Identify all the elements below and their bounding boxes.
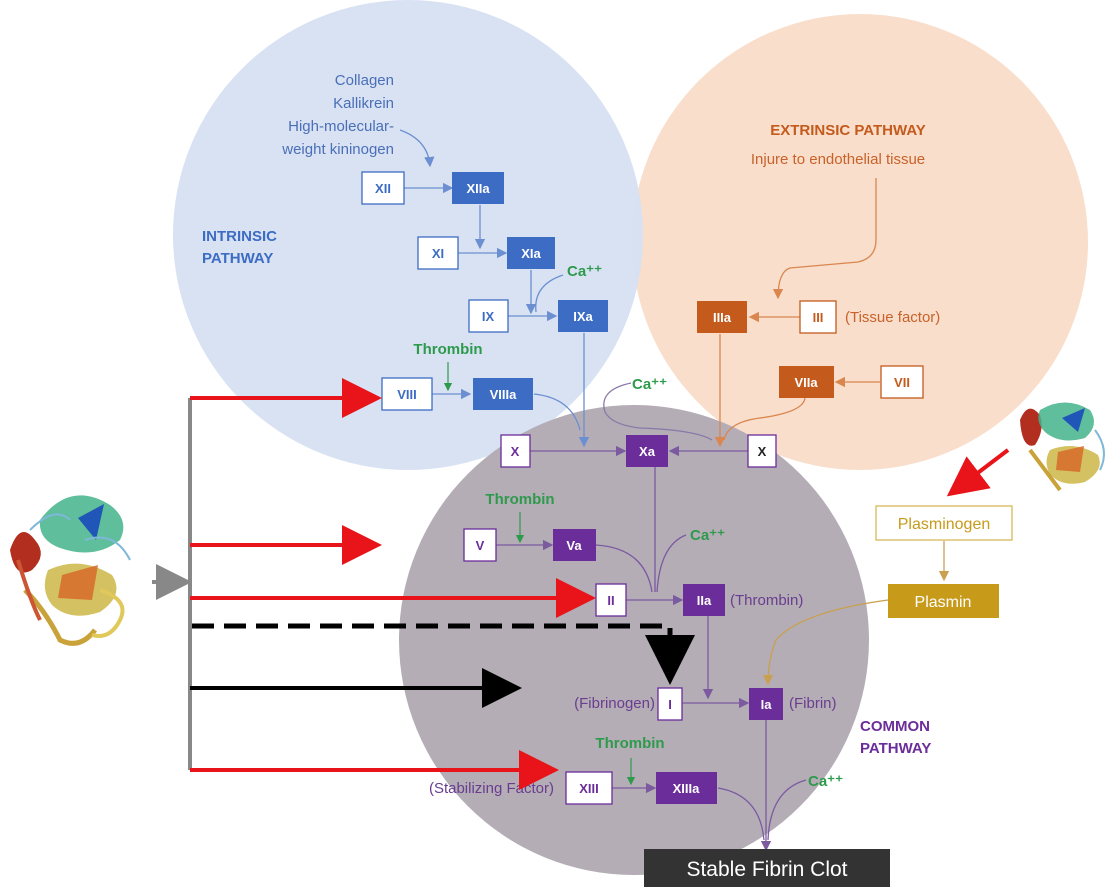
common-title-1: COMMON [860, 718, 930, 735]
stable-fibrin-clot-box: Stable Fibrin Clot [644, 849, 890, 887]
intrinsic-pathway-circle [173, 0, 643, 470]
fibrin-label: (Fibrin) [789, 695, 837, 712]
svg-text:I: I [668, 697, 672, 712]
extrinsic-trigger: Injure to endothelial tissue [751, 151, 925, 168]
iia-thrombin-label: (Thrombin) [730, 592, 803, 609]
extrinsic-pathway-circle [632, 14, 1088, 470]
protein-structure-right-image [1020, 402, 1105, 492]
factor-xa-box: Xa [626, 435, 668, 467]
factor-x-left-box: X [500, 434, 531, 468]
factor-x-right-box: X [747, 434, 777, 468]
svg-text:Va: Va [566, 538, 582, 553]
red-arrow-to-plasminogen [946, 448, 1010, 497]
extrinsic-ca-label: Ca⁺⁺ [632, 376, 667, 393]
factor-iia-box: IIa [683, 584, 725, 616]
factor-xiii-box: XIII [565, 771, 613, 805]
common-thrombin-label-1: Thrombin [485, 491, 554, 508]
inhibitor-bracket [152, 398, 192, 770]
factor-viii-box: VIII [381, 377, 433, 411]
svg-text:XIII: XIII [579, 781, 599, 796]
svg-text:VIII: VIII [397, 387, 417, 402]
factor-xii-box: XII [361, 171, 405, 205]
svg-text:IIIa: IIIa [713, 310, 732, 325]
svg-text:XIIa: XIIa [466, 181, 490, 196]
factor-xiiia-box: XIIIa [656, 772, 717, 804]
factor-vii-box: VII [880, 365, 924, 399]
svg-text:X: X [511, 444, 520, 459]
common-ca-label-1: Ca⁺⁺ [690, 527, 725, 544]
factor-iii-box: III [799, 300, 837, 334]
intrinsic-thrombin-label: Thrombin [413, 341, 482, 358]
svg-text:X: X [758, 444, 767, 459]
factor-viia-box: VIIa [779, 366, 834, 398]
intrinsic-title-2: PATHWAY [202, 250, 273, 267]
factor-xi-box: XI [417, 236, 459, 270]
common-title-2: PATHWAY [860, 740, 931, 757]
plasmin-box: Plasmin [888, 584, 999, 618]
svg-text:VII: VII [894, 375, 910, 390]
svg-text:VIIIa: VIIIa [490, 387, 518, 402]
factor-xiia-box: XIIa [452, 172, 504, 204]
svg-text:IIa: IIa [697, 593, 712, 608]
svg-text:Plasminogen: Plasminogen [898, 516, 991, 533]
svg-text:XII: XII [375, 181, 391, 196]
svg-text:XIIIa: XIIIa [673, 781, 701, 796]
intrinsic-ca-label: Ca⁺⁺ [567, 263, 602, 280]
factor-iiia-box: IIIa [697, 301, 747, 333]
intrinsic-input-kallikrein: Kallikrein [333, 95, 394, 112]
plasminogen-box: Plasminogen [875, 505, 1013, 541]
protein-structure-left-image [10, 495, 131, 646]
svg-text:IXa: IXa [573, 309, 593, 324]
factor-ii-box: II [595, 583, 627, 617]
common-pathway-circle [399, 405, 869, 875]
intrinsic-input-collagen: Collagen [335, 72, 394, 89]
intrinsic-title-1: INTRINSIC [202, 228, 277, 245]
intrinsic-input-hmwk-2: weight kininogen [281, 141, 394, 158]
tissue-factor-label: (Tissue factor) [845, 309, 940, 326]
factor-v-box: V [463, 528, 497, 562]
factor-ia-box: Ia [749, 688, 783, 720]
extrinsic-title: EXTRINSIC PATHWAY [770, 122, 926, 139]
svg-text:XI: XI [432, 246, 444, 261]
svg-text:II: II [607, 593, 614, 608]
svg-text:V: V [476, 538, 485, 553]
svg-text:Ia: Ia [761, 697, 773, 712]
factor-ix-box: IX [468, 299, 509, 333]
svg-text:IX: IX [482, 309, 495, 324]
stabilizing-factor-label: (Stabilizing Factor) [429, 780, 554, 797]
svg-text:XIa: XIa [521, 246, 541, 261]
svg-text:Stable Fibrin Clot: Stable Fibrin Clot [686, 858, 847, 881]
factor-xia-box: XIa [507, 237, 555, 269]
intrinsic-input-hmwk-1: High-molecular- [288, 118, 394, 135]
svg-text:VIIa: VIIa [794, 375, 818, 390]
factor-viiia-box: VIIIa [473, 378, 533, 410]
svg-text:Xa: Xa [639, 444, 656, 459]
svg-text:III: III [813, 310, 824, 325]
factor-ixa-box: IXa [558, 300, 608, 332]
common-ca-label-2: Ca⁺⁺ [808, 773, 843, 790]
factor-va-box: Va [553, 529, 596, 561]
dashed-arrow-to-i [192, 623, 695, 685]
common-thrombin-label-2: Thrombin [595, 735, 664, 752]
factor-i-box: I [657, 687, 683, 721]
svg-text:Plasmin: Plasmin [915, 594, 972, 611]
fibrinogen-label: (Fibrinogen) [574, 695, 655, 712]
